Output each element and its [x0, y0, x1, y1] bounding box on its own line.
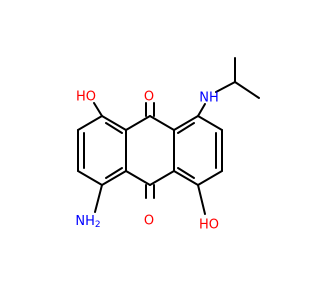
bond-line: [77, 170, 103, 186]
bond-line: [149, 170, 175, 186]
bond-line: [125, 170, 151, 186]
bond-lines: [77, 57, 260, 215]
bond-line: [197, 115, 223, 131]
carbonyl-oxygen-top-label: O: [144, 90, 154, 105]
bond-line: [197, 184, 206, 215]
bond-line: [177, 122, 195, 134]
bond-line: [101, 115, 127, 131]
bond-line: [177, 167, 195, 179]
amino-nh2-label: NH2: [75, 214, 100, 231]
bond-line: [197, 170, 223, 186]
bond-line: [77, 115, 103, 131]
bond-line: [93, 102, 103, 117]
amino-subscript-2: 2: [95, 220, 101, 230]
amino-nh-text: NH: [75, 214, 95, 229]
bond-line: [173, 115, 199, 131]
bond-line: [173, 170, 199, 186]
bond-line: [234, 81, 260, 99]
isopropylamino-nh-label: NH: [199, 91, 219, 106]
bond-line: [94, 184, 103, 213]
bond-line: [125, 115, 151, 131]
hydroxyl-bottom-label: HO: [199, 218, 219, 233]
bond-line: [149, 115, 175, 131]
bond-line: [215, 81, 236, 93]
bond-line: [105, 122, 123, 134]
hydroxyl-top-label: HO: [76, 90, 96, 105]
bond-line: [197, 103, 206, 117]
bond-line: [101, 170, 127, 186]
bond-line: [105, 167, 123, 179]
molecule-structure: HO O NH NH2 O HO: [75, 57, 260, 233]
carbonyl-oxygen-bottom-label: O: [144, 214, 154, 229]
